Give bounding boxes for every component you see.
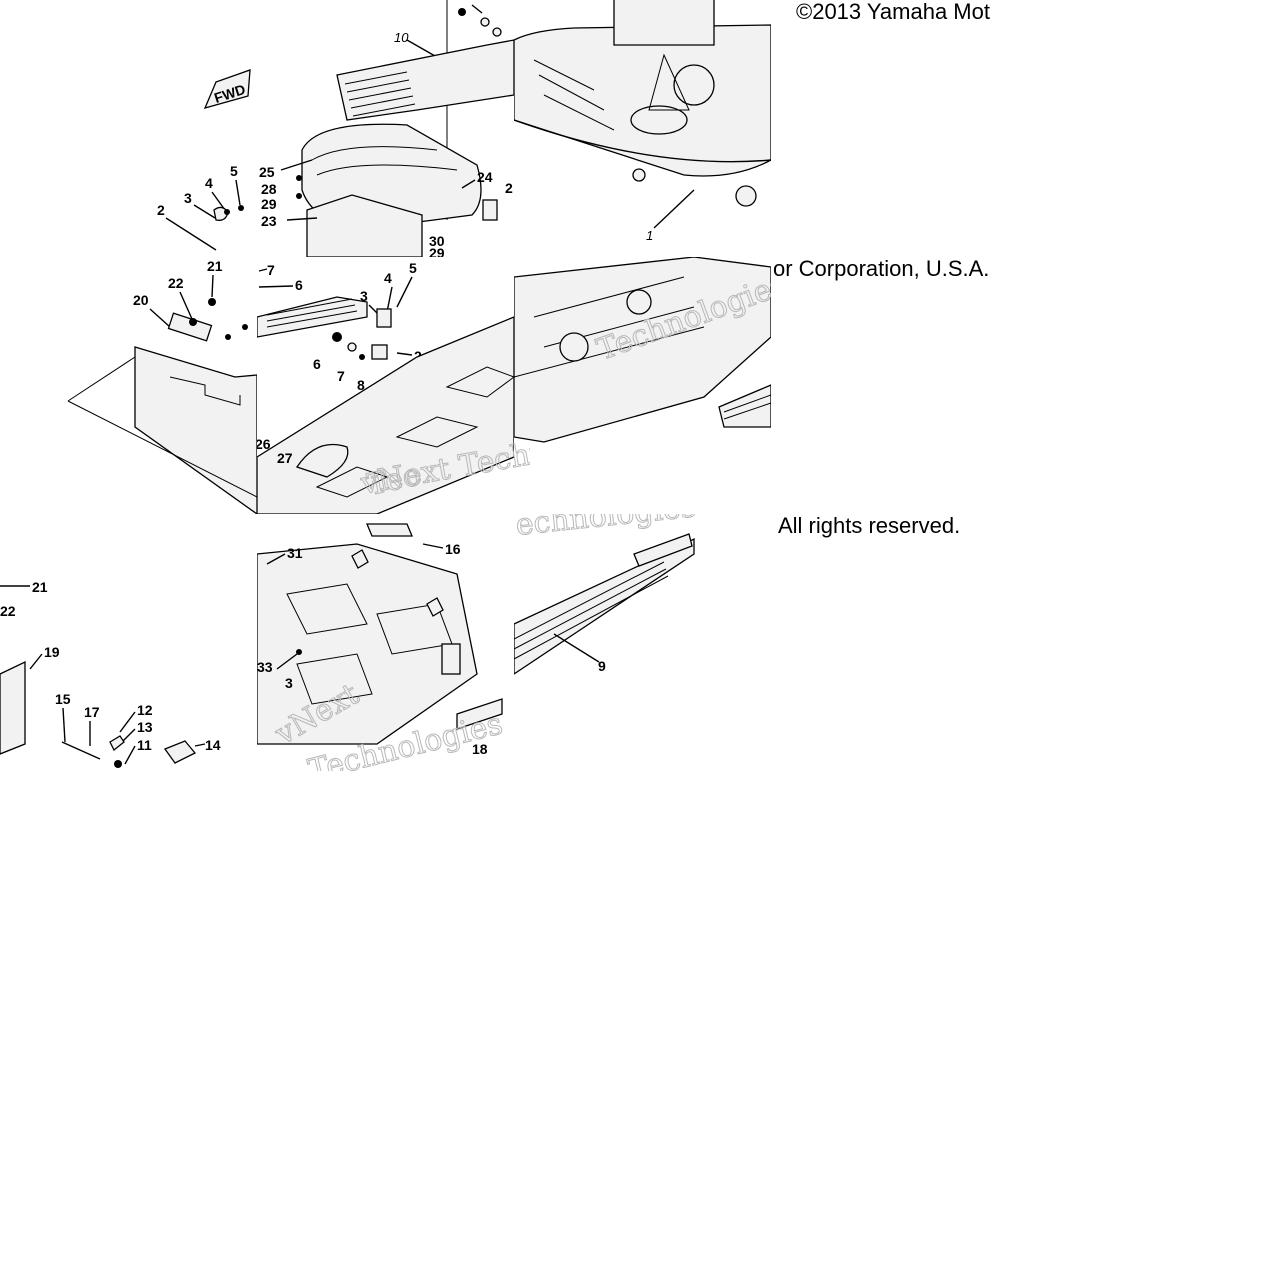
step-board-icon xyxy=(336,39,514,121)
callout-23: 23 xyxy=(261,213,277,229)
callout-21: 21 xyxy=(207,258,223,274)
copyright-line-3: All rights reserved. xyxy=(778,513,961,538)
footrest-board-icon xyxy=(514,533,695,675)
diagram-tile-middle-center-art: 7 6 4 5 3 6 7 8 2 26 27 Teo xyxy=(257,260,514,514)
callout-28: 28 xyxy=(261,181,277,197)
seat-base-box-icon xyxy=(306,194,423,257)
watermark-text-a: vNext Technologies xyxy=(360,440,530,500)
callout-26: 26 xyxy=(257,436,271,452)
callout-4: 4 xyxy=(205,175,213,191)
callout-22: 22 xyxy=(168,275,184,291)
diagram-tile-top-left-art: FWD 5 4 3 2 xyxy=(157,69,251,251)
watermark-overlay: vNext Technologies xyxy=(357,415,659,502)
callout-2: 2 xyxy=(157,202,165,218)
diagram-tile-bottom-left-art: 21 22 19 15 17 12 13 11 14 xyxy=(0,579,221,768)
callout-5: 5 xyxy=(230,163,238,179)
grab-handle-icon xyxy=(366,523,413,537)
copyright-line-1: ©2013 Yamaha Mot xyxy=(796,0,990,24)
callout-29: 29 xyxy=(261,196,277,212)
clamp-part-icon xyxy=(163,740,197,764)
callout-12: 12 xyxy=(137,702,153,718)
callout-18: 18 xyxy=(472,741,488,757)
callout-6b: 6 xyxy=(313,356,321,372)
watermark-text-e: echnologies xyxy=(514,514,698,543)
callout-9: 9 xyxy=(598,658,606,674)
callout-13: 13 xyxy=(137,719,153,735)
callout-30: 30 xyxy=(429,233,445,249)
diagram-tile-top-center-art: 10 25 28 29 23 24 2 30 29 xyxy=(259,0,514,257)
callout-17: 17 xyxy=(84,704,100,720)
callout-8: 8 xyxy=(357,377,365,393)
callout-3: 3 xyxy=(360,288,368,304)
callout-19: 19 xyxy=(44,644,60,660)
mount-cap-icon xyxy=(735,185,757,207)
tunnel-rear-icon xyxy=(257,543,478,745)
bumper-knob-icon xyxy=(632,168,646,182)
diagram-tile-top-left: FWD 5 4 3 2 xyxy=(0,0,257,257)
diagram-tile-top-center: 10 25 28 29 23 24 2 30 29 xyxy=(257,0,514,257)
callout-3: 3 xyxy=(285,675,293,691)
callout-5: 5 xyxy=(409,260,417,276)
running-board-icon xyxy=(257,296,368,338)
callout-27: 27 xyxy=(277,450,293,466)
emblem-plate-icon xyxy=(456,698,503,730)
callout-20: 20 xyxy=(133,292,149,308)
callout-15: 15 xyxy=(55,691,71,707)
side-panel-icon xyxy=(0,660,26,755)
diagram-tile-top-right: 1 xyxy=(514,0,771,257)
callout-7: 7 xyxy=(267,262,275,278)
callout-24: 24 xyxy=(477,169,493,185)
fastener-top-icon xyxy=(458,4,502,37)
callout-16: 16 xyxy=(445,541,461,557)
callout-14: 14 xyxy=(205,737,221,753)
diagram-tile-bottom-center: 16 31 33 3 18 vNext Technologies xyxy=(257,514,514,771)
diagram-tile-middle-left-art: 21 22 20 xyxy=(67,258,257,514)
callout-29b: 29 xyxy=(429,245,445,257)
diagram-tile-top-right-art: 1 xyxy=(514,0,771,243)
watermark-overlay-art: vNext Technologies xyxy=(357,415,659,502)
callout-2b: 2 xyxy=(505,180,513,196)
callout-1: 1 xyxy=(646,228,653,243)
diagram-tile-middle-right-art: Technologies xyxy=(514,257,771,443)
callout-10: 10 xyxy=(394,30,409,45)
diagram-tile-middle-center: 7 6 4 5 3 6 7 8 2 26 27 Teo xyxy=(257,257,514,514)
fwd-arrow-icon: FWD xyxy=(203,69,251,109)
bolt-part-icon xyxy=(109,735,125,752)
side-body-icon xyxy=(514,257,771,443)
step-tread-icon xyxy=(718,384,771,428)
hitch-part-icon xyxy=(295,443,349,478)
latch-part-icon xyxy=(482,199,498,221)
diagram-tile-middle-left: 21 22 20 xyxy=(0,257,257,514)
diagram-tile-bottom-center-art: 16 31 33 3 18 vNext Technologies xyxy=(257,523,507,771)
callout-25: 25 xyxy=(259,164,275,180)
callout-21: 21 xyxy=(32,579,48,595)
callout-22: 22 xyxy=(0,603,16,619)
diagram-tile-bottom-right-art: 9 echnologies xyxy=(514,514,698,675)
hinge-part-icon xyxy=(376,308,392,328)
callout-7b: 7 xyxy=(337,368,345,384)
copyright-line-2: or Corporation, U.S.A. xyxy=(773,256,990,281)
callout-31: 31 xyxy=(287,545,303,561)
cover-panel-icon xyxy=(134,312,257,514)
diagram-tile-bottom-right: 9 echnologies xyxy=(514,514,771,771)
callout-11: 11 xyxy=(137,737,152,753)
callout-33: 33 xyxy=(257,659,273,675)
diagram-tile-middle-right: Technologies xyxy=(514,257,771,514)
callout-4: 4 xyxy=(384,270,392,286)
callout-6: 6 xyxy=(295,277,303,293)
diagram-tile-bottom-left: 21 22 19 15 17 12 13 11 14 xyxy=(0,514,257,771)
chassis-frame-icon xyxy=(514,0,771,177)
callout-3: 3 xyxy=(184,190,192,206)
